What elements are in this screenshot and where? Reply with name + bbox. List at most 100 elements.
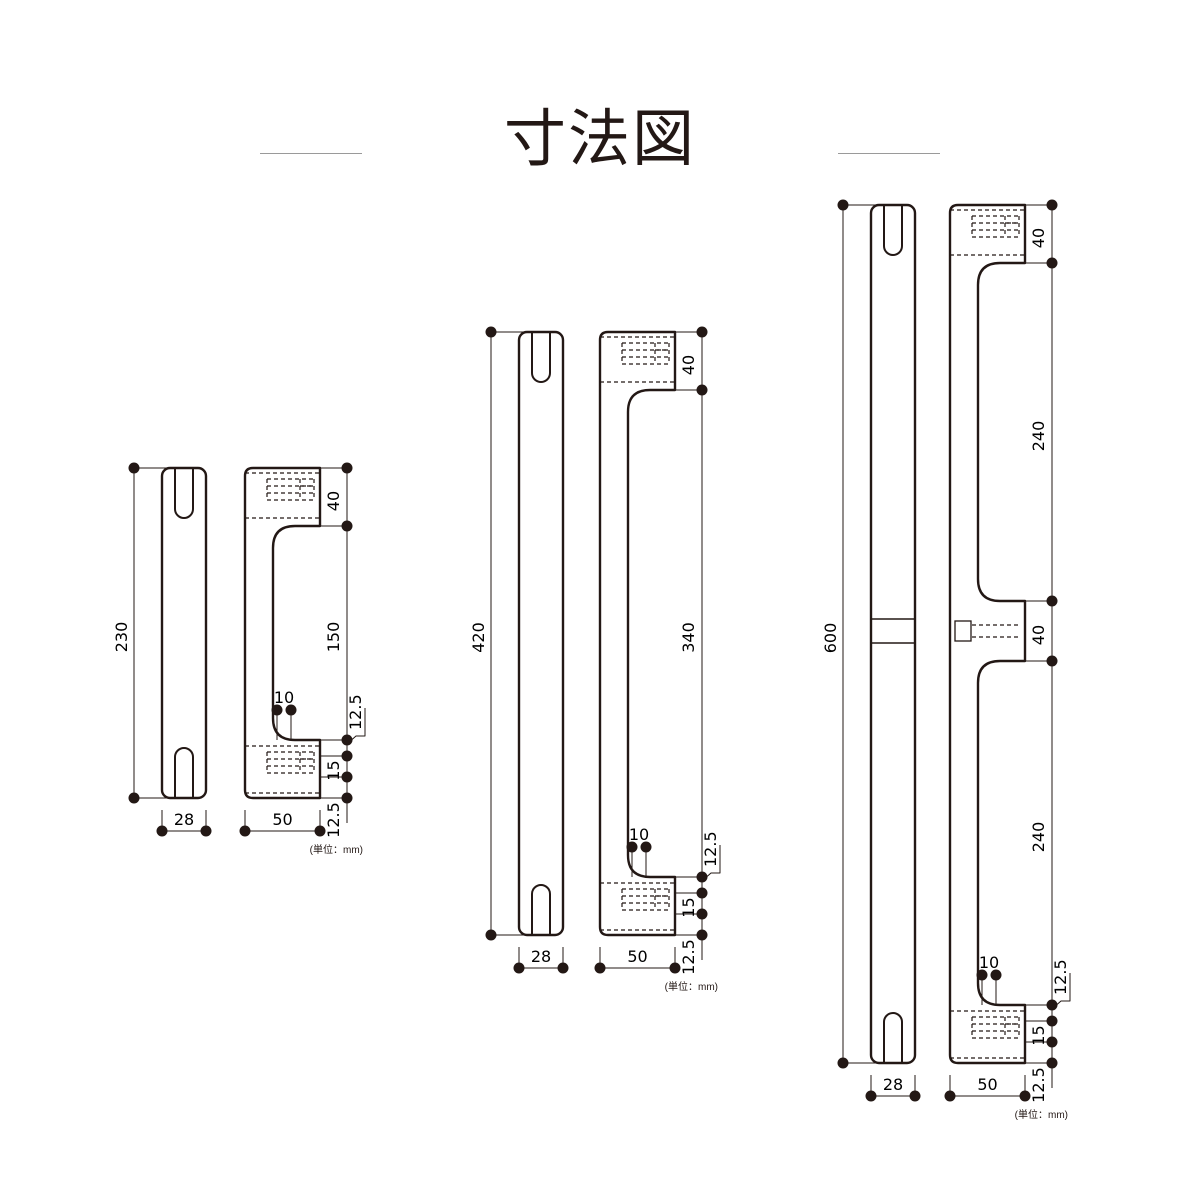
front-view: 420 28 <box>469 326 569 974</box>
side-dim-dot <box>1046 595 1058 607</box>
side-dim-dot <box>341 520 353 532</box>
front-width-dot-left <box>156 825 168 837</box>
front-view: 230 28 <box>112 462 212 837</box>
bottom-offset-label: 12.5 <box>1029 1067 1048 1103</box>
end-offset-leader <box>701 845 721 882</box>
bottom-offset-label: 12.5 <box>324 802 343 838</box>
side-dim-dot <box>1046 999 1058 1011</box>
side-dim-dot <box>1046 655 1058 667</box>
front-width-label: 28 <box>883 1075 903 1094</box>
front-length-label: 600 <box>821 623 840 654</box>
end-offset-label: 12.5 <box>701 831 720 867</box>
side-view: 40 150 15 12.5 12.5 10 50 (単位：mm) <box>239 462 366 856</box>
side-dim-dot <box>1046 1015 1058 1027</box>
center-screw-boss <box>954 620 972 642</box>
unit-label: (単位：mm) <box>310 843 363 856</box>
segment-label-1: 40 <box>679 355 698 375</box>
end-offset-label: 12.5 <box>346 694 365 730</box>
segment-label-1: 40 <box>324 491 343 511</box>
hole-spacing-label: 10 <box>274 688 294 707</box>
bottom-mount-slot <box>883 1012 903 1064</box>
end-offset-label: 12.5 <box>1051 959 1070 995</box>
front-view: 600 28 <box>821 199 921 1102</box>
side-width-dot-left <box>239 825 251 837</box>
top-screw-hidden-lines <box>950 209 1025 256</box>
title-rule-left <box>260 153 362 154</box>
side-dim-dot <box>696 384 708 396</box>
screw-spacing-label: 15 <box>1029 1025 1048 1045</box>
center-screw-hidden-lines <box>954 620 1021 642</box>
side-width-dot-left <box>944 1090 956 1102</box>
hole-spacing-label: 10 <box>979 953 999 972</box>
front-length-dot-top <box>128 462 140 474</box>
bottom-screw-hidden-lines <box>245 745 320 794</box>
top-mount-slot <box>174 467 194 519</box>
side-width-label: 50 <box>627 947 647 966</box>
unit-label: (単位：mm) <box>1015 1108 1068 1121</box>
screw-spacing-label: 15 <box>324 760 343 780</box>
side-width-dot-left <box>594 962 606 974</box>
end-offset-leader <box>1051 973 1071 1010</box>
front-width-label: 28 <box>174 810 194 829</box>
top-screw-hidden-lines <box>245 472 320 519</box>
front-length-dot-bottom <box>128 792 140 804</box>
handle-side-outline <box>948 203 1027 1065</box>
page-title: 寸法図 <box>503 102 696 175</box>
handle-side-outline <box>243 466 322 800</box>
handle-front-outline <box>869 203 917 1065</box>
side-dim-dot <box>696 908 708 920</box>
side-width-label: 50 <box>977 1075 997 1094</box>
bottom-screw-hidden-lines <box>950 1010 1025 1059</box>
front-length-label: 420 <box>469 622 488 653</box>
front-length-dot-top <box>837 199 849 211</box>
front-length-label: 230 <box>112 622 131 653</box>
side-dim-dot <box>1046 257 1058 269</box>
front-width-dot-right <box>909 1090 921 1102</box>
top-mount-slot <box>531 331 551 383</box>
side-width-label: 50 <box>272 810 292 829</box>
bottom-offset-label: 12.5 <box>679 939 698 975</box>
segment-label-2: 150 <box>324 622 343 653</box>
center-joint <box>870 618 916 644</box>
side-view: 40 340 15 12.5 12.5 10 50 (単位：mm) <box>594 326 721 993</box>
bottom-mount-slot <box>531 884 551 936</box>
front-width-dot-right <box>200 825 212 837</box>
side-dim-dot <box>696 326 708 338</box>
handle-side-outline <box>598 330 677 937</box>
side-dim-dot <box>341 734 353 746</box>
bottom-screw-hidden-lines <box>600 882 675 931</box>
top-mount-slot <box>883 204 903 256</box>
side-width-dot-right <box>314 825 326 837</box>
side-dim-dot <box>1046 1036 1058 1048</box>
segment-label-4: 240 <box>1029 822 1048 853</box>
front-width-label: 28 <box>531 947 551 966</box>
hole-spacing-label: 10 <box>629 825 649 844</box>
top-screw-hidden-lines <box>600 336 675 383</box>
segment-label-2: 240 <box>1029 421 1048 452</box>
handle-figure-1: 230 28 40 150 15 12.5 12.5 10 50 (単位：mm) <box>112 462 366 856</box>
segment-label-2: 340 <box>679 622 698 653</box>
bottom-mount-slot <box>174 747 194 799</box>
side-width-dot-right <box>669 962 681 974</box>
front-length-dot-bottom <box>837 1057 849 1069</box>
screw-spacing-label: 15 <box>679 897 698 917</box>
side-dim-dot <box>696 871 708 883</box>
side-dim-dot <box>341 750 353 762</box>
side-width-dot-right <box>1019 1090 1031 1102</box>
handle-figure-2: 420 28 40 340 15 12.5 12.5 10 50 (単位：mm) <box>469 326 721 993</box>
front-width-dot-left <box>865 1090 877 1102</box>
side-dim-dot <box>1046 199 1058 211</box>
front-length-dot-bottom <box>485 929 497 941</box>
title-rule-right <box>838 153 940 154</box>
side-dim-dot <box>696 887 708 899</box>
handle-front-outline <box>517 330 565 937</box>
unit-label: (単位：mm) <box>665 980 718 993</box>
front-width-dot-left <box>513 962 525 974</box>
segment-label-3: 40 <box>1029 625 1048 645</box>
front-width-dot-right <box>557 962 569 974</box>
side-dim-dot <box>341 771 353 783</box>
end-offset-leader <box>346 708 366 745</box>
